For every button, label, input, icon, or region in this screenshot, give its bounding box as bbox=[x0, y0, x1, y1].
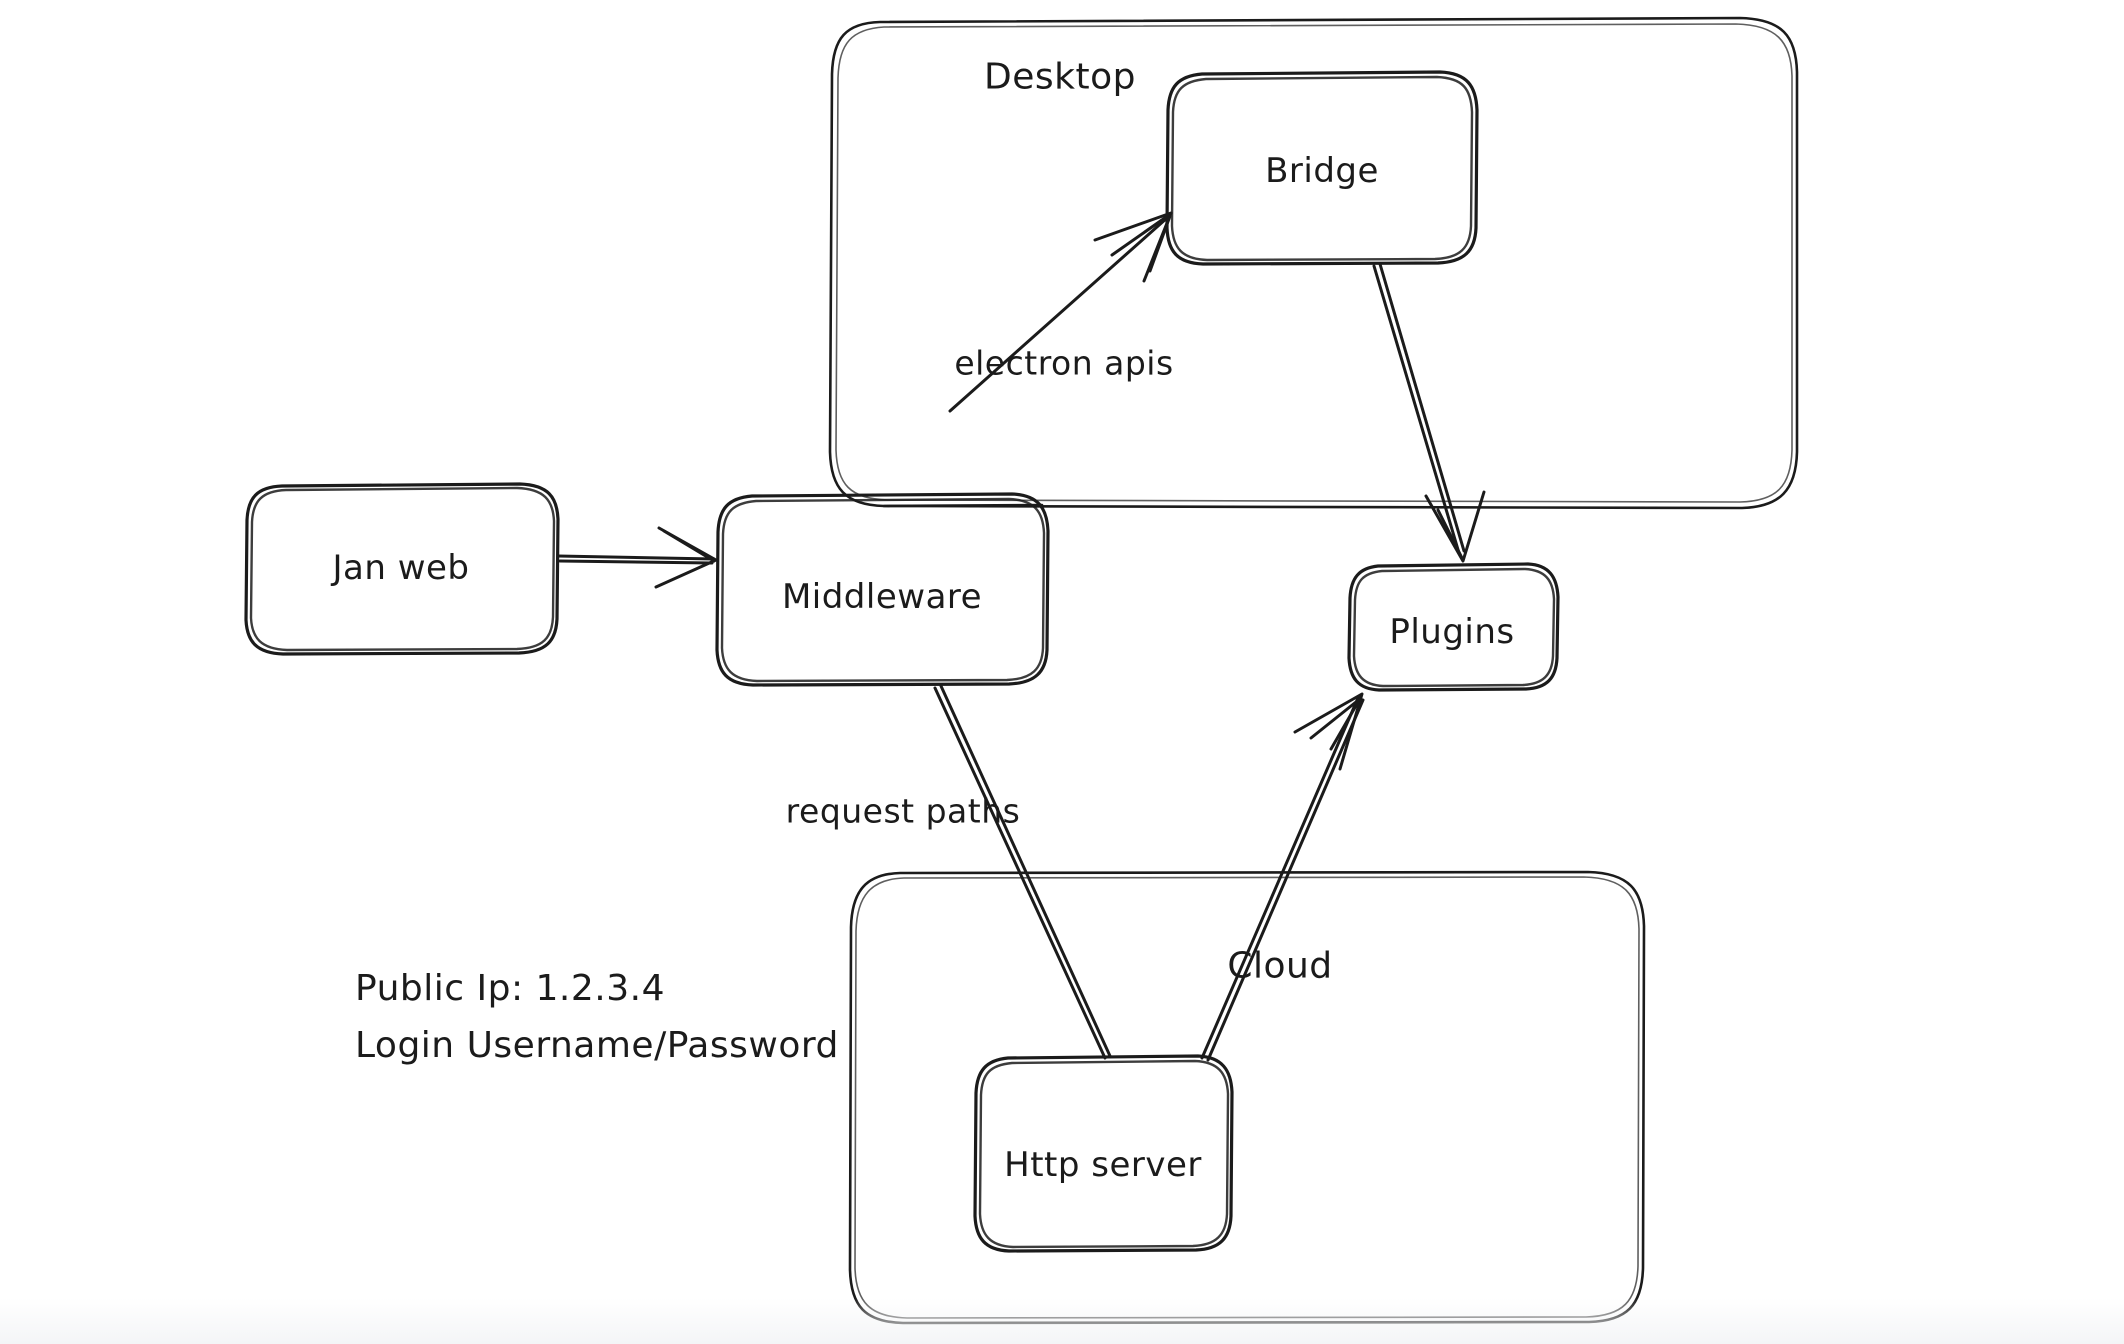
edge-middleware-httpserver bbox=[933, 684, 1112, 1060]
node-jan-web-outline bbox=[244, 482, 560, 656]
node-plugins-outline bbox=[1347, 562, 1560, 692]
edge-bridge-plugins bbox=[1372, 262, 1486, 563]
node-http-server[interactable] bbox=[975, 1056, 1232, 1251]
node-plugins[interactable] bbox=[1349, 564, 1558, 690]
group-cloud[interactable] bbox=[850, 872, 1644, 928]
edge-janweb-middleware bbox=[556, 526, 718, 589]
desktop-group-outline bbox=[828, 16, 1799, 510]
cloud-group-outline bbox=[848, 870, 1646, 1325]
node-middleware-outline bbox=[715, 492, 1050, 687]
edge-httpserver-plugins bbox=[1200, 692, 1365, 1062]
node-jan-web[interactable] bbox=[246, 484, 558, 655]
desktop-overlap-edge bbox=[882, 503, 1044, 508]
node-bridge[interactable] bbox=[1167, 72, 1477, 265]
group-desktop[interactable] bbox=[830, 18, 1797, 74]
node-http-server-outline bbox=[973, 1054, 1234, 1253]
edge-middleware-bridge bbox=[948, 211, 1173, 413]
node-middleware[interactable] bbox=[717, 494, 1048, 686]
node-bridge-outline bbox=[1165, 70, 1479, 266]
